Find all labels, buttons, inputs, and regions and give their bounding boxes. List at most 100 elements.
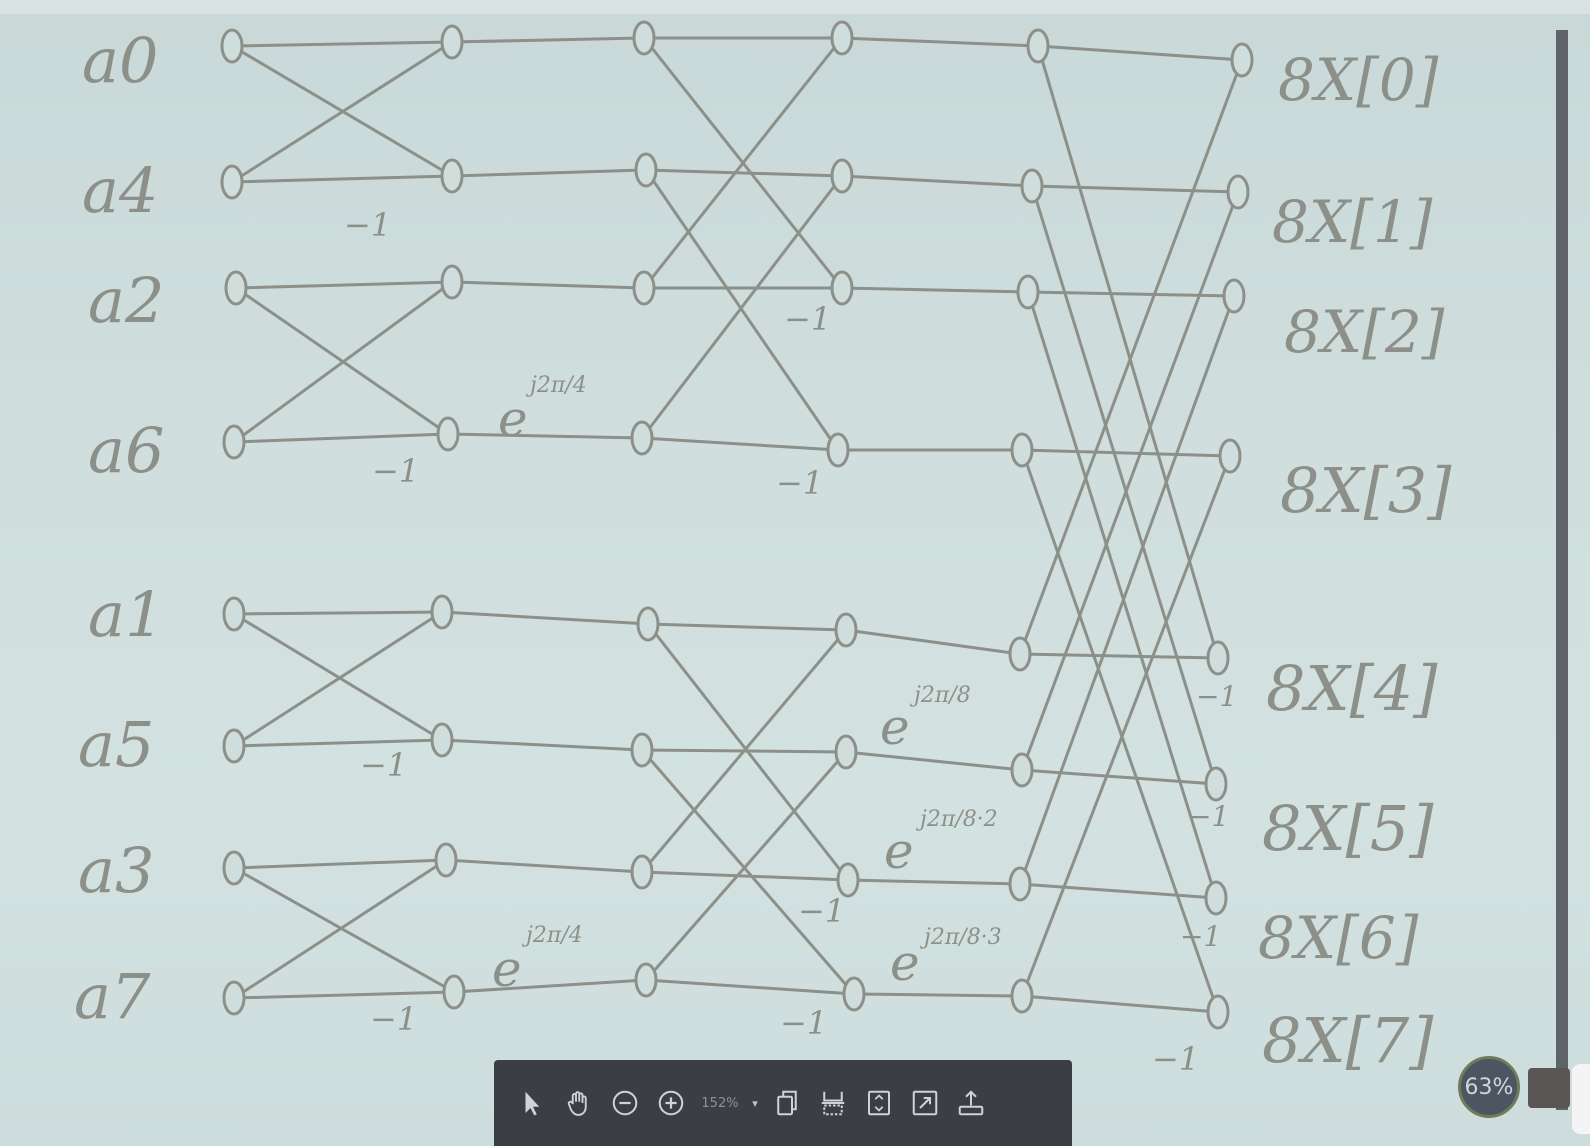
- butterfly-wire: [1018, 882, 1218, 900]
- fit-page-button[interactable]: [856, 1080, 902, 1126]
- output-label-2: 8X[2]: [1284, 298, 1445, 366]
- butterfly-wire: [640, 748, 856, 996]
- butterfly-node: [1008, 866, 1032, 902]
- butterfly-node: [1010, 432, 1034, 468]
- battery-indicator: 63%: [1458, 1056, 1520, 1118]
- svg-text:j2π/8·2: j2π/8·2: [915, 807, 998, 832]
- butterfly-wire: [1020, 768, 1218, 786]
- butterfly-wire: [232, 432, 450, 444]
- svg-text:j2π/4: j2π/4: [521, 923, 583, 948]
- butterfly-node: [222, 980, 246, 1016]
- butterfly-node: [1204, 766, 1228, 802]
- butterfly-wire: [644, 978, 856, 996]
- input-label-a3: a3: [78, 834, 154, 907]
- butterfly-wire: [440, 738, 644, 752]
- output-label-4: 8X[4]: [1266, 652, 1438, 725]
- butterfly-node: [830, 20, 854, 56]
- input-label-a1: a1: [88, 578, 164, 651]
- copy-button[interactable]: [764, 1080, 810, 1126]
- butterfly-node: [634, 962, 658, 998]
- butterfly-node: [1206, 994, 1230, 1030]
- input-label-a0: a0: [82, 24, 158, 97]
- butterfly-wire: [846, 878, 1022, 886]
- neg-one-label: −1: [780, 1004, 827, 1042]
- fit-page-icon: [868, 1090, 890, 1116]
- copy-icon: [777, 1090, 797, 1116]
- butterfly-wire: [1030, 184, 1240, 194]
- butterfly-node: [222, 850, 246, 886]
- input-label-a4: a4: [82, 154, 158, 227]
- butterfly-wire: [644, 168, 840, 452]
- butterfly-node: [1008, 636, 1032, 672]
- butterfly-node: [220, 28, 244, 64]
- neg-one-label: −1: [372, 452, 419, 490]
- butterfly-wire: [852, 992, 1024, 998]
- butterfly-node: [1010, 978, 1034, 1014]
- butterfly-wire: [450, 280, 646, 290]
- butterfly-node: [440, 264, 464, 300]
- butterfly-wire: [1018, 652, 1220, 660]
- butterfly-node: [630, 732, 654, 768]
- zoom-out-button[interactable]: [602, 1080, 648, 1126]
- neg-one-label: −1: [360, 746, 407, 784]
- butterfly-wire: [232, 280, 454, 444]
- zoom-dropdown-caret[interactable]: ▾: [752, 1096, 758, 1110]
- input-label-a6: a6: [88, 414, 164, 487]
- neg-one-label: −1: [344, 206, 391, 244]
- butterfly-wire: [1030, 184, 1218, 786]
- butterfly-node: [630, 420, 654, 456]
- upload-icon: [958, 1090, 984, 1116]
- zoom-in-icon: [658, 1090, 684, 1116]
- butterfly-node: [834, 612, 858, 648]
- split-page-icon: [821, 1091, 845, 1116]
- butterfly-node: [842, 976, 866, 1012]
- output-label-1: 8X[1]: [1272, 188, 1433, 256]
- svg-text:e: e: [890, 934, 920, 992]
- zoom-in-button[interactable]: [648, 1080, 694, 1126]
- butterfly-wire: [1018, 294, 1236, 886]
- butterfly-node: [440, 24, 464, 60]
- hand-pan-button[interactable]: [556, 1080, 602, 1126]
- butterfly-node: [834, 734, 858, 770]
- butterfly-node: [1010, 752, 1034, 788]
- input-label-a2: a2: [88, 264, 164, 337]
- butterfly-wire: [1020, 448, 1220, 1014]
- neg-one-label: −1: [1152, 1040, 1199, 1078]
- butterfly-wire: [840, 286, 1030, 294]
- twiddle-factor: e j2π/8·3: [890, 925, 1002, 992]
- top-menu-strip: [0, 0, 1590, 14]
- butterfly-node: [1218, 438, 1242, 474]
- butterfly-node: [436, 416, 460, 452]
- butterfly-wire: [232, 866, 456, 994]
- butterfly-wire: [446, 432, 644, 440]
- butterfly-wire: [232, 858, 448, 1000]
- edge-handle[interactable]: [1572, 1064, 1590, 1134]
- butterfly-node: [826, 432, 850, 468]
- butterfly-wire: [1020, 190, 1240, 772]
- butterfly-wire: [232, 610, 444, 616]
- twiddle-factor: e j2π/4: [498, 373, 587, 448]
- output-label-7: 8X[7]: [1262, 1004, 1434, 1077]
- butterfly-node: [430, 722, 454, 758]
- butterfly-wire: [230, 40, 454, 48]
- split-view-button[interactable]: [810, 1080, 856, 1126]
- input-label-a7: a7: [74, 960, 151, 1033]
- fullscreen-button[interactable]: [902, 1080, 948, 1126]
- neg-one-label: −1: [798, 892, 845, 930]
- butterfly-wire: [1036, 44, 1220, 660]
- neg-one-label: −1: [370, 1000, 417, 1038]
- zoom-level[interactable]: 152%: [701, 1095, 739, 1111]
- butterfly-wire: [232, 990, 456, 1000]
- select-arrow-button[interactable]: [510, 1080, 556, 1126]
- neg-one-label: −1: [776, 464, 823, 502]
- butterfly-wire: [844, 628, 1022, 656]
- butterfly-wire: [450, 168, 648, 178]
- svg-text:e: e: [884, 822, 914, 880]
- svg-text:j2π/8: j2π/8: [909, 683, 971, 708]
- butterfly-wire: [646, 622, 848, 632]
- wifi-icon: [1528, 1068, 1570, 1108]
- twiddle-factor: e j2π/4: [492, 923, 583, 998]
- share-upload-button[interactable]: [948, 1080, 994, 1126]
- svg-text:e: e: [492, 940, 522, 998]
- butterfly-node: [222, 596, 246, 632]
